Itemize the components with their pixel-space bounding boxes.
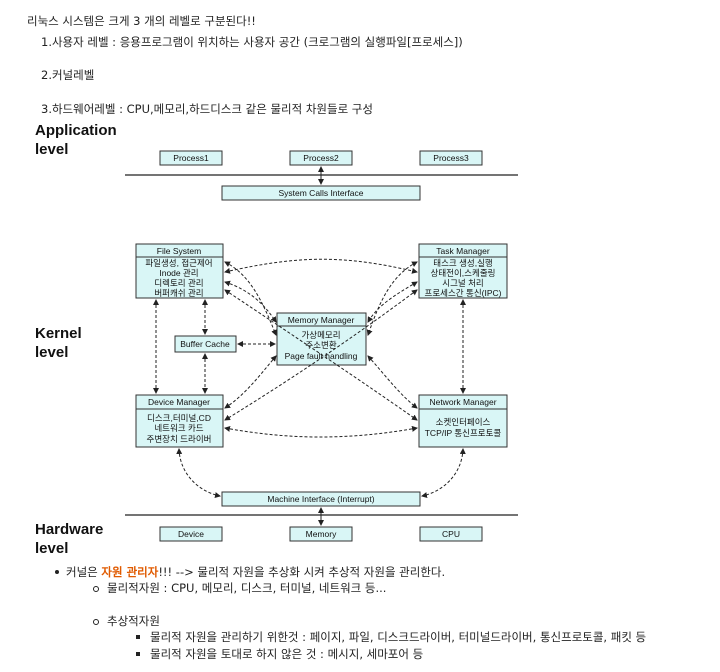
tm-line4: 프로세스간 통신(IPC) bbox=[425, 288, 502, 298]
arrow-tm-mm-2 bbox=[366, 261, 418, 336]
network-manager-box bbox=[418, 394, 508, 448]
hw-memory-box bbox=[289, 526, 353, 542]
note-physical-resources: 물리적자원 : CPU, 메모리, 디스크, 터미널, 네트워크 등... bbox=[107, 581, 387, 595]
arrow-mm-nm bbox=[367, 355, 418, 409]
fs-line4: 버퍼캐쉬 관리 bbox=[154, 288, 203, 298]
level-application-label: Application bbox=[35, 122, 117, 139]
level-hardware-label: Hardware bbox=[35, 521, 103, 538]
mm-title: Memory Manager bbox=[288, 315, 355, 325]
note-kernel-resource-manager: 커널은 자원 관리자!!! --> 물리적 자원을 추상화 시켜 추상적 자원을… bbox=[66, 565, 445, 579]
syscalls-box bbox=[221, 185, 421, 201]
level-kernel-label: Kernel bbox=[35, 325, 82, 342]
mm-line1: 가상메모리 bbox=[301, 330, 340, 340]
note-kernel-prefix: 커널은 bbox=[66, 565, 102, 579]
arrow-fs-mm-2 bbox=[224, 261, 277, 336]
buffer-cache-label: Buffer Cache bbox=[180, 339, 230, 349]
file-system-box bbox=[135, 243, 224, 299]
note-abstract-resources: 추상적자원 bbox=[107, 614, 160, 628]
mm-line2: 주소변환 bbox=[305, 340, 336, 350]
bullet-dot bbox=[55, 570, 59, 574]
arrow-tm-mm bbox=[367, 281, 418, 323]
bullet-square bbox=[136, 635, 140, 639]
process3-box bbox=[419, 150, 483, 166]
tm-line3: 시그널 처리 bbox=[442, 278, 483, 288]
syscalls-label: System Calls Interface bbox=[278, 188, 363, 198]
arrow-nm-machine bbox=[421, 448, 466, 498]
machine-interface-label: Machine Interface (Interrupt) bbox=[267, 494, 374, 504]
intro-item-kernel-level: 2.커널레벨 bbox=[41, 68, 95, 82]
dm-line2: 네트워크 카드 bbox=[154, 423, 203, 433]
process1-box bbox=[159, 150, 223, 166]
note-abstract-managing: 물리적 자원을 관리하기 위한것 : 페이지, 파일, 디스크드라이버, 터미널… bbox=[150, 630, 647, 644]
machine-interface-box bbox=[221, 491, 421, 507]
device-manager-box bbox=[135, 394, 224, 448]
level-kernel-label-2: level bbox=[35, 344, 68, 361]
fs-title: File System bbox=[157, 246, 201, 256]
level-application-label-2: level bbox=[35, 141, 68, 158]
fs-line2: Inode 관리 bbox=[159, 268, 198, 278]
arrow-dm-nm bbox=[224, 425, 418, 438]
process3-label: Process3 bbox=[433, 153, 469, 163]
arrow-dm-machine bbox=[176, 448, 221, 498]
intro-item-user-level: 1.사용자 레벨 : 응용프로그램이 위치하는 사용자 공간 (크로그램의 실행… bbox=[41, 35, 463, 49]
process2-label: Process2 bbox=[303, 153, 339, 163]
hw-cpu-box bbox=[419, 526, 483, 542]
nm-line1: 소켓인터페이스 bbox=[436, 417, 491, 427]
bullet-circle bbox=[93, 586, 99, 592]
dm-title: Device Manager bbox=[148, 397, 210, 407]
nm-title: Network Manager bbox=[429, 397, 496, 407]
tm-line1: 태스크 생성,실행 bbox=[433, 258, 492, 268]
fs-line3: 디렉토리 관리 bbox=[154, 278, 203, 288]
mm-line3: Page fault handling bbox=[285, 351, 358, 361]
tm-title: Task Manager bbox=[436, 246, 490, 256]
intro-heading: 리눅스 시스템은 크게 3 개의 레벨로 구분된다!! bbox=[27, 14, 256, 28]
intro-item-hardware-level: 3.하드웨어레벨 : CPU,메모리,하드디스크 같은 물리적 차원들로 구성 bbox=[41, 102, 373, 116]
note-kernel-suffix: !!! --> 물리적 자원을 추상화 시켜 추상적 자원을 관리한다. bbox=[158, 565, 446, 579]
arrow-fs-tm bbox=[224, 258, 418, 274]
task-manager-box bbox=[418, 243, 508, 299]
fs-line1: 파일생성, 접근제어 bbox=[145, 258, 212, 268]
process2-box bbox=[289, 150, 353, 166]
bullet-circle bbox=[93, 619, 99, 625]
nm-line2: TCP/IP 통신프로토콜 bbox=[425, 428, 502, 438]
note-kernel-highlight: 자원 관리자 bbox=[101, 565, 159, 579]
dm-line1: 디스크,터미널,CD bbox=[147, 413, 211, 423]
note-abstract-non-physical: 물리적 자원을 토대로 하지 않은 것 : 메시지, 세마포어 등 bbox=[150, 647, 424, 661]
bullet-square bbox=[136, 652, 140, 656]
process1-label: Process1 bbox=[173, 153, 209, 163]
level-hardware-label-2: level bbox=[35, 540, 68, 557]
hw-device-box bbox=[159, 526, 223, 542]
dm-line3: 주변장치 드라이버 bbox=[147, 434, 212, 444]
hw-memory-label: Memory bbox=[306, 529, 337, 539]
arrow-mm-dm bbox=[224, 355, 277, 409]
tm-line2: 상태전이,스케줄링 bbox=[431, 268, 496, 278]
hw-cpu-label: CPU bbox=[442, 529, 460, 539]
hw-device-label: Device bbox=[178, 529, 204, 539]
